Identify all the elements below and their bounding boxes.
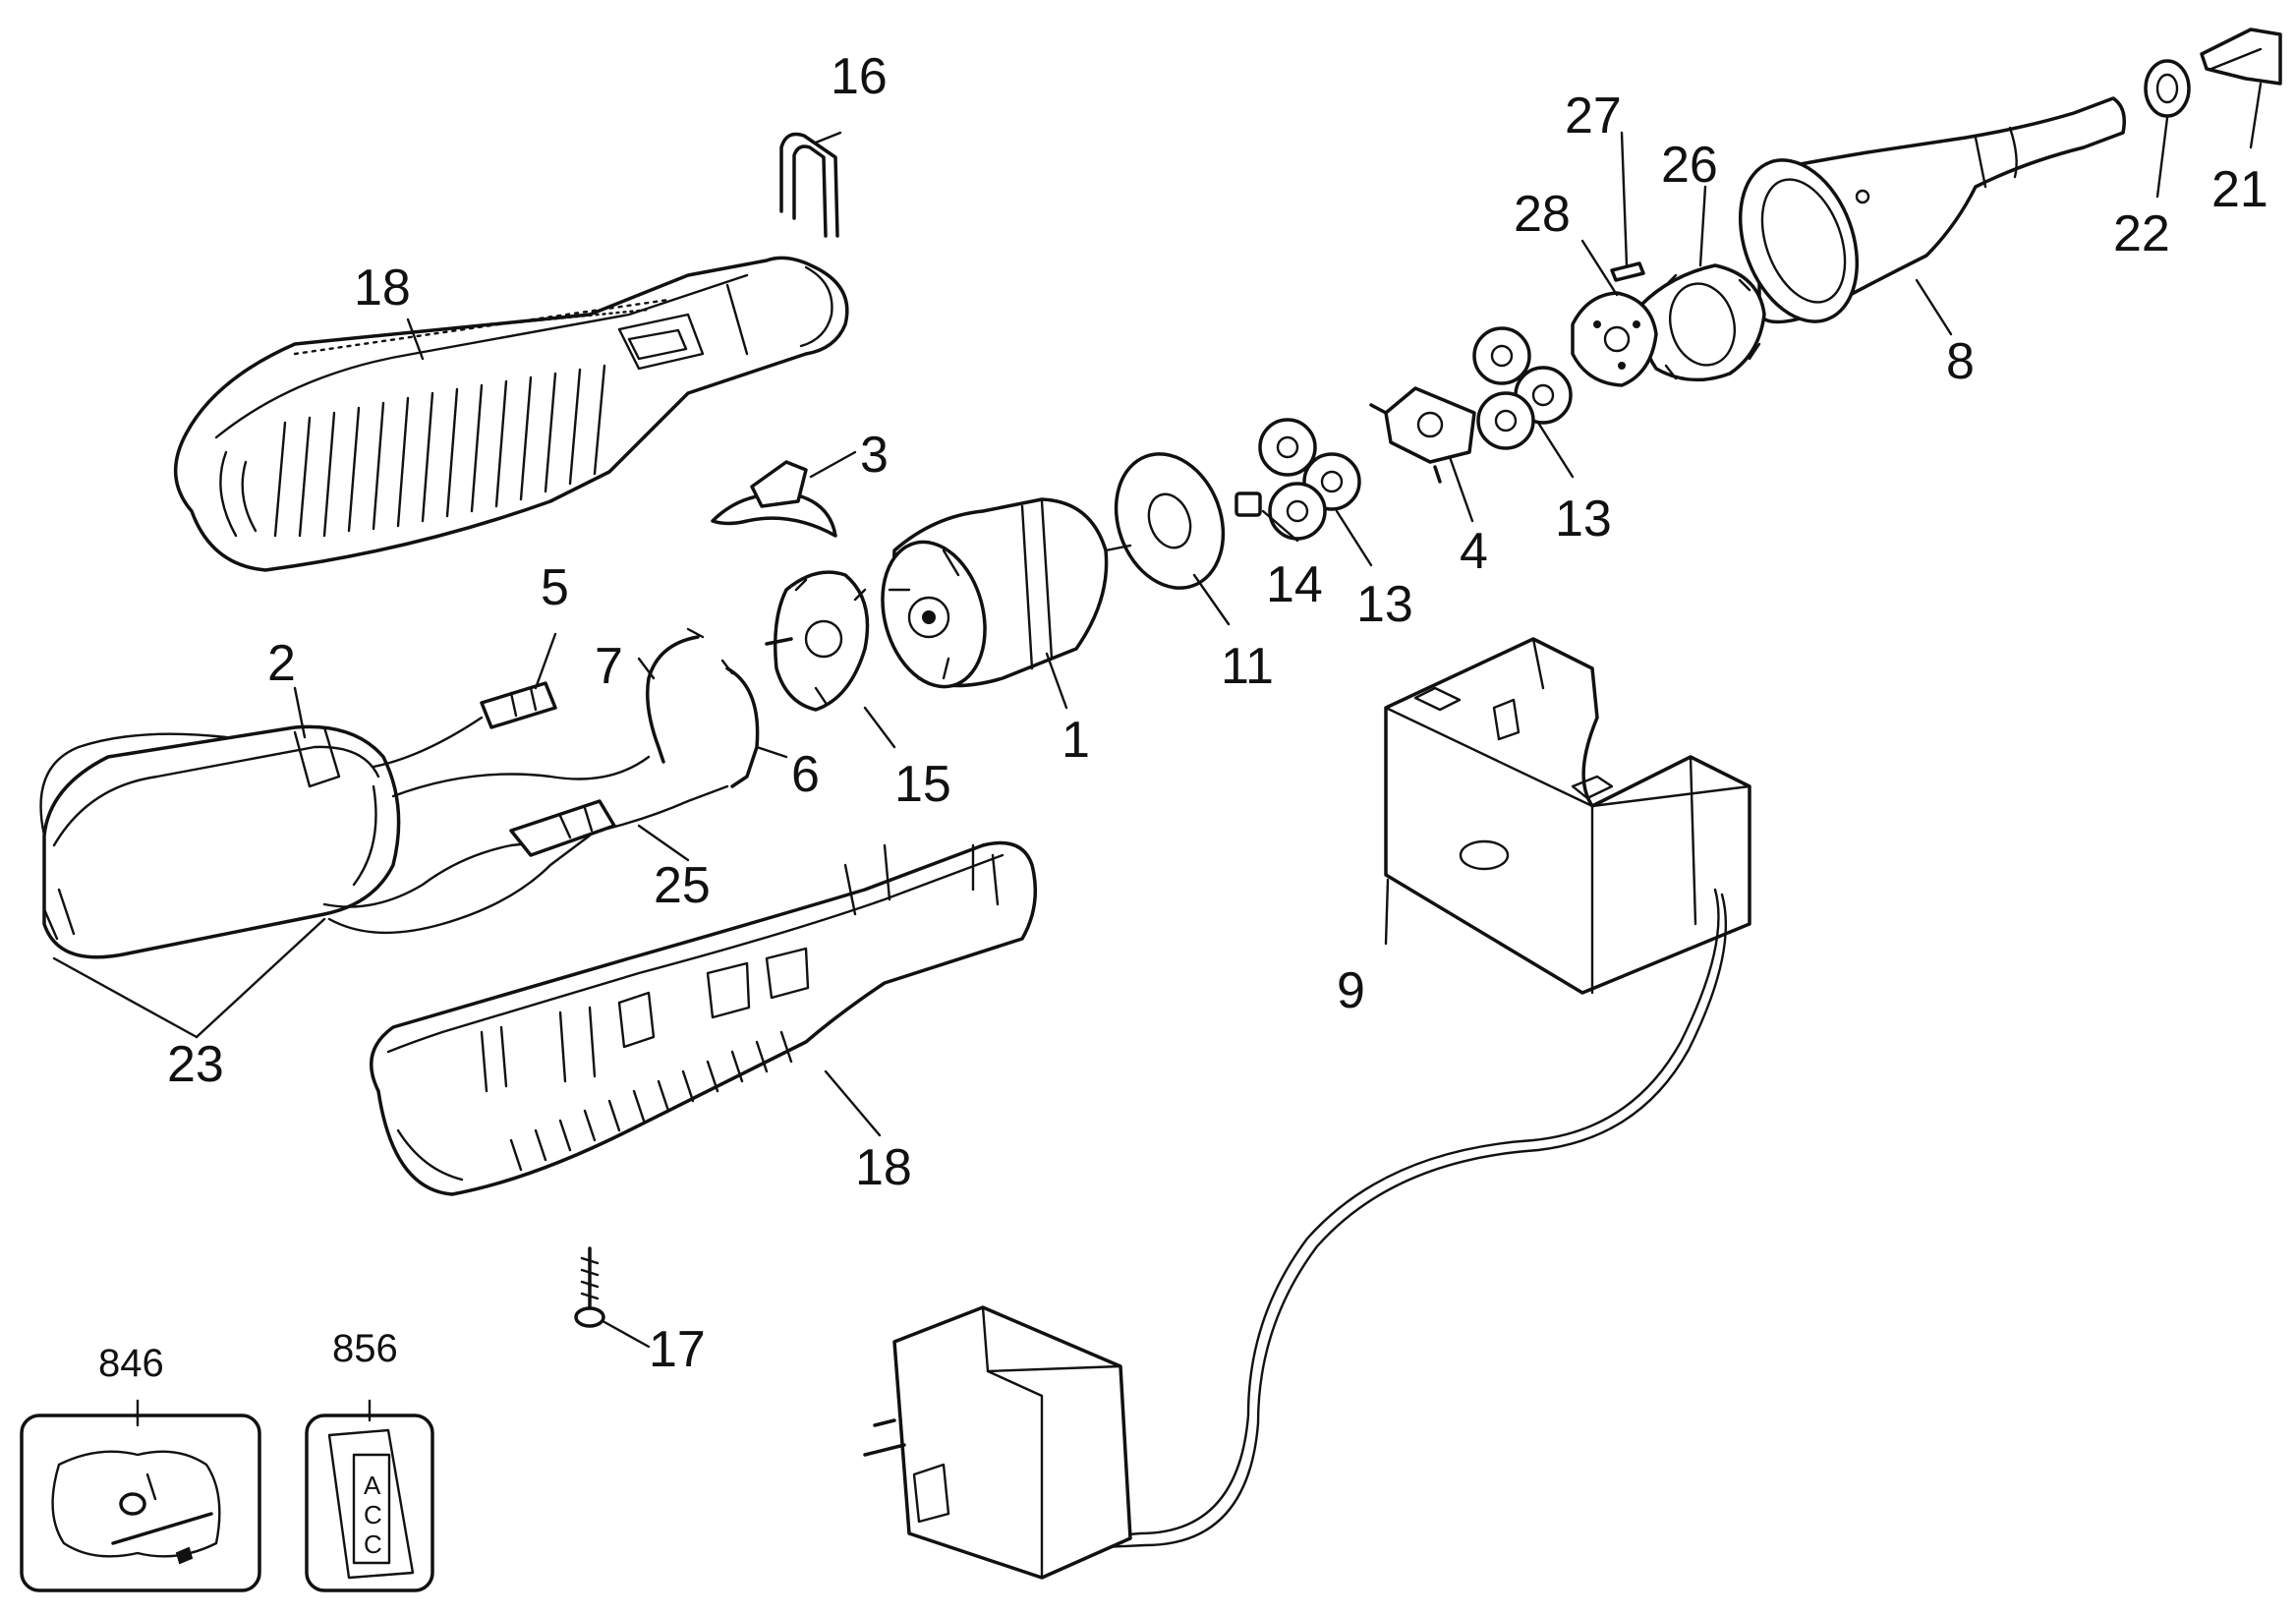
part-2-battery-pack [42, 724, 401, 959]
part-22-washer [2144, 59, 2191, 118]
charger-cord [1079, 888, 1728, 1550]
part-13-planet-gears-left [1258, 418, 1361, 541]
callout-25: 25 [654, 857, 711, 914]
callout-11: 11 [1221, 638, 1274, 695]
card-letter-3: C [364, 1529, 382, 1559]
part-11-washer [1114, 452, 1226, 590]
callout-5: 5 [541, 559, 569, 616]
callout-21: 21 [2211, 161, 2268, 218]
accessory-card-text: A C C [364, 1471, 382, 1559]
leader-lines [52, 82, 2263, 1427]
part-13-planet-gears-right [1472, 326, 1573, 450]
part-846-bag-box [20, 1414, 261, 1592]
part-14-pinion [1234, 491, 1262, 517]
callout-28: 28 [1514, 186, 1571, 243]
part-3-switch [711, 460, 837, 538]
callout-2: 2 [267, 635, 296, 692]
part-26-ring-gear [1638, 263, 1766, 382]
part-1-motor [881, 497, 1132, 689]
part-16-clip [779, 132, 839, 238]
callout-16: 16 [831, 48, 888, 105]
callout-17: 17 [649, 1321, 706, 1378]
part-8-nose-cone [1738, 96, 2126, 324]
lower-housing-slots [509, 1030, 793, 1172]
part-5-connector [480, 681, 557, 729]
callout-4: 4 [1460, 523, 1488, 580]
callout-9: 9 [1337, 962, 1365, 1019]
callout-856: 856 [332, 1327, 398, 1370]
callout-1: 1 [1062, 712, 1090, 769]
card-letter-1: A [364, 1471, 381, 1500]
callout-8: 8 [1946, 333, 1975, 390]
callout-7: 7 [595, 638, 623, 695]
callout-14: 14 [1266, 556, 1323, 613]
callout-22: 22 [2113, 205, 2170, 262]
card-letter-2: C [364, 1500, 382, 1529]
part-25-connector [509, 799, 616, 857]
callout-3: 3 [860, 427, 889, 484]
callout-18-bottom: 18 [855, 1139, 912, 1196]
callout-13-a: 13 [1356, 576, 1413, 633]
part-28-carrier [1571, 291, 1658, 387]
part-4-gear-plate [1369, 386, 1476, 484]
part-7-terminal [646, 627, 705, 764]
wall-adapter [863, 1305, 1132, 1580]
part-15-brush-holder [765, 570, 870, 712]
callout-13-b: 13 [1555, 491, 1612, 548]
callout-846: 846 [98, 1342, 164, 1385]
part-6-terminal [720, 659, 760, 788]
callout-15: 15 [894, 756, 951, 813]
callout-labels: 16 18 3 5 2 7 6 15 1 11 14 13 4 13 28 27… [98, 48, 2268, 1385]
part-9-charger-base [1384, 637, 1751, 995]
housing-grip-slots [219, 364, 606, 538]
part-18-lower-housing [370, 840, 1038, 1196]
part-18-upper-housing [174, 256, 849, 572]
callout-18-top: 18 [354, 260, 411, 317]
part-17-screw [574, 1246, 605, 1328]
part-27-key [1610, 261, 1645, 282]
part-21-spring-clip [2200, 28, 2282, 86]
callout-6: 6 [791, 746, 820, 803]
callout-27: 27 [1565, 87, 1622, 144]
callout-23: 23 [167, 1036, 224, 1093]
callout-26: 26 [1661, 137, 1718, 194]
